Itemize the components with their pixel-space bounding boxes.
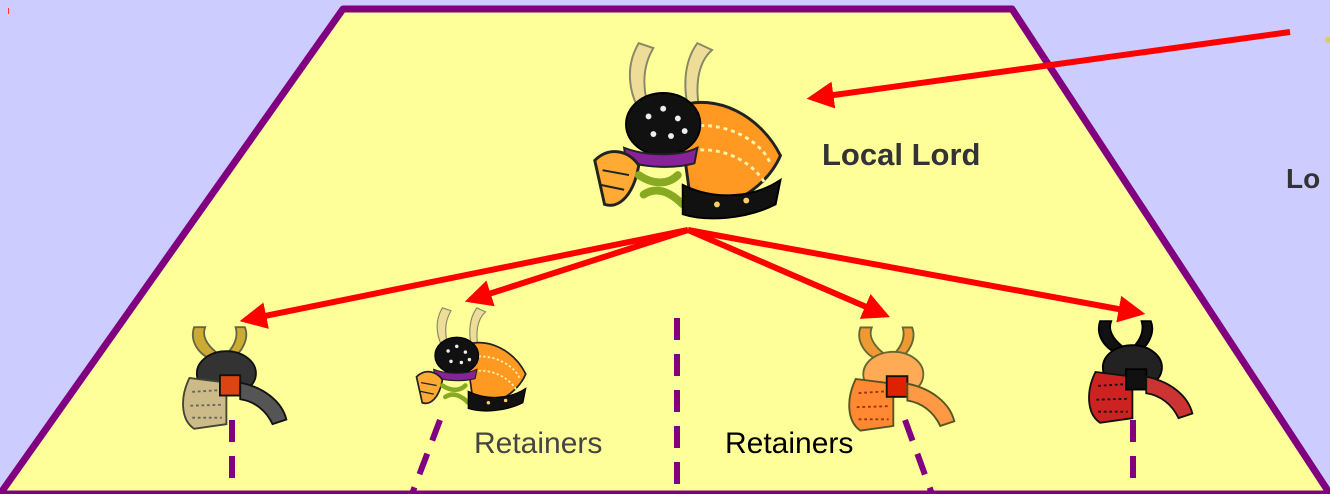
arrow-to-lord [806,29,1291,109]
offscreen-dot [1325,37,1330,43]
retainers-label-left: Retainers [474,427,602,460]
arrow-to-retainer-3 [686,227,890,319]
arrow-to-retainer-2 [464,227,689,307]
arrow-to-retainer-1 [239,227,689,329]
territory-trapezoid [0,5,1330,494]
arrow-to-retainer-4 [687,227,1146,323]
command-arrows [239,29,1291,329]
local-lord-label: Local Lord [822,137,980,172]
retainer-dashed-lines [229,318,1136,494]
retainers-label-right: Retainers [725,427,853,460]
offscreen-lord-label: Lo [1286,163,1320,194]
corner-tick [8,8,9,14]
dashed-line-4 [902,418,935,494]
dashed-line-2 [409,418,443,494]
